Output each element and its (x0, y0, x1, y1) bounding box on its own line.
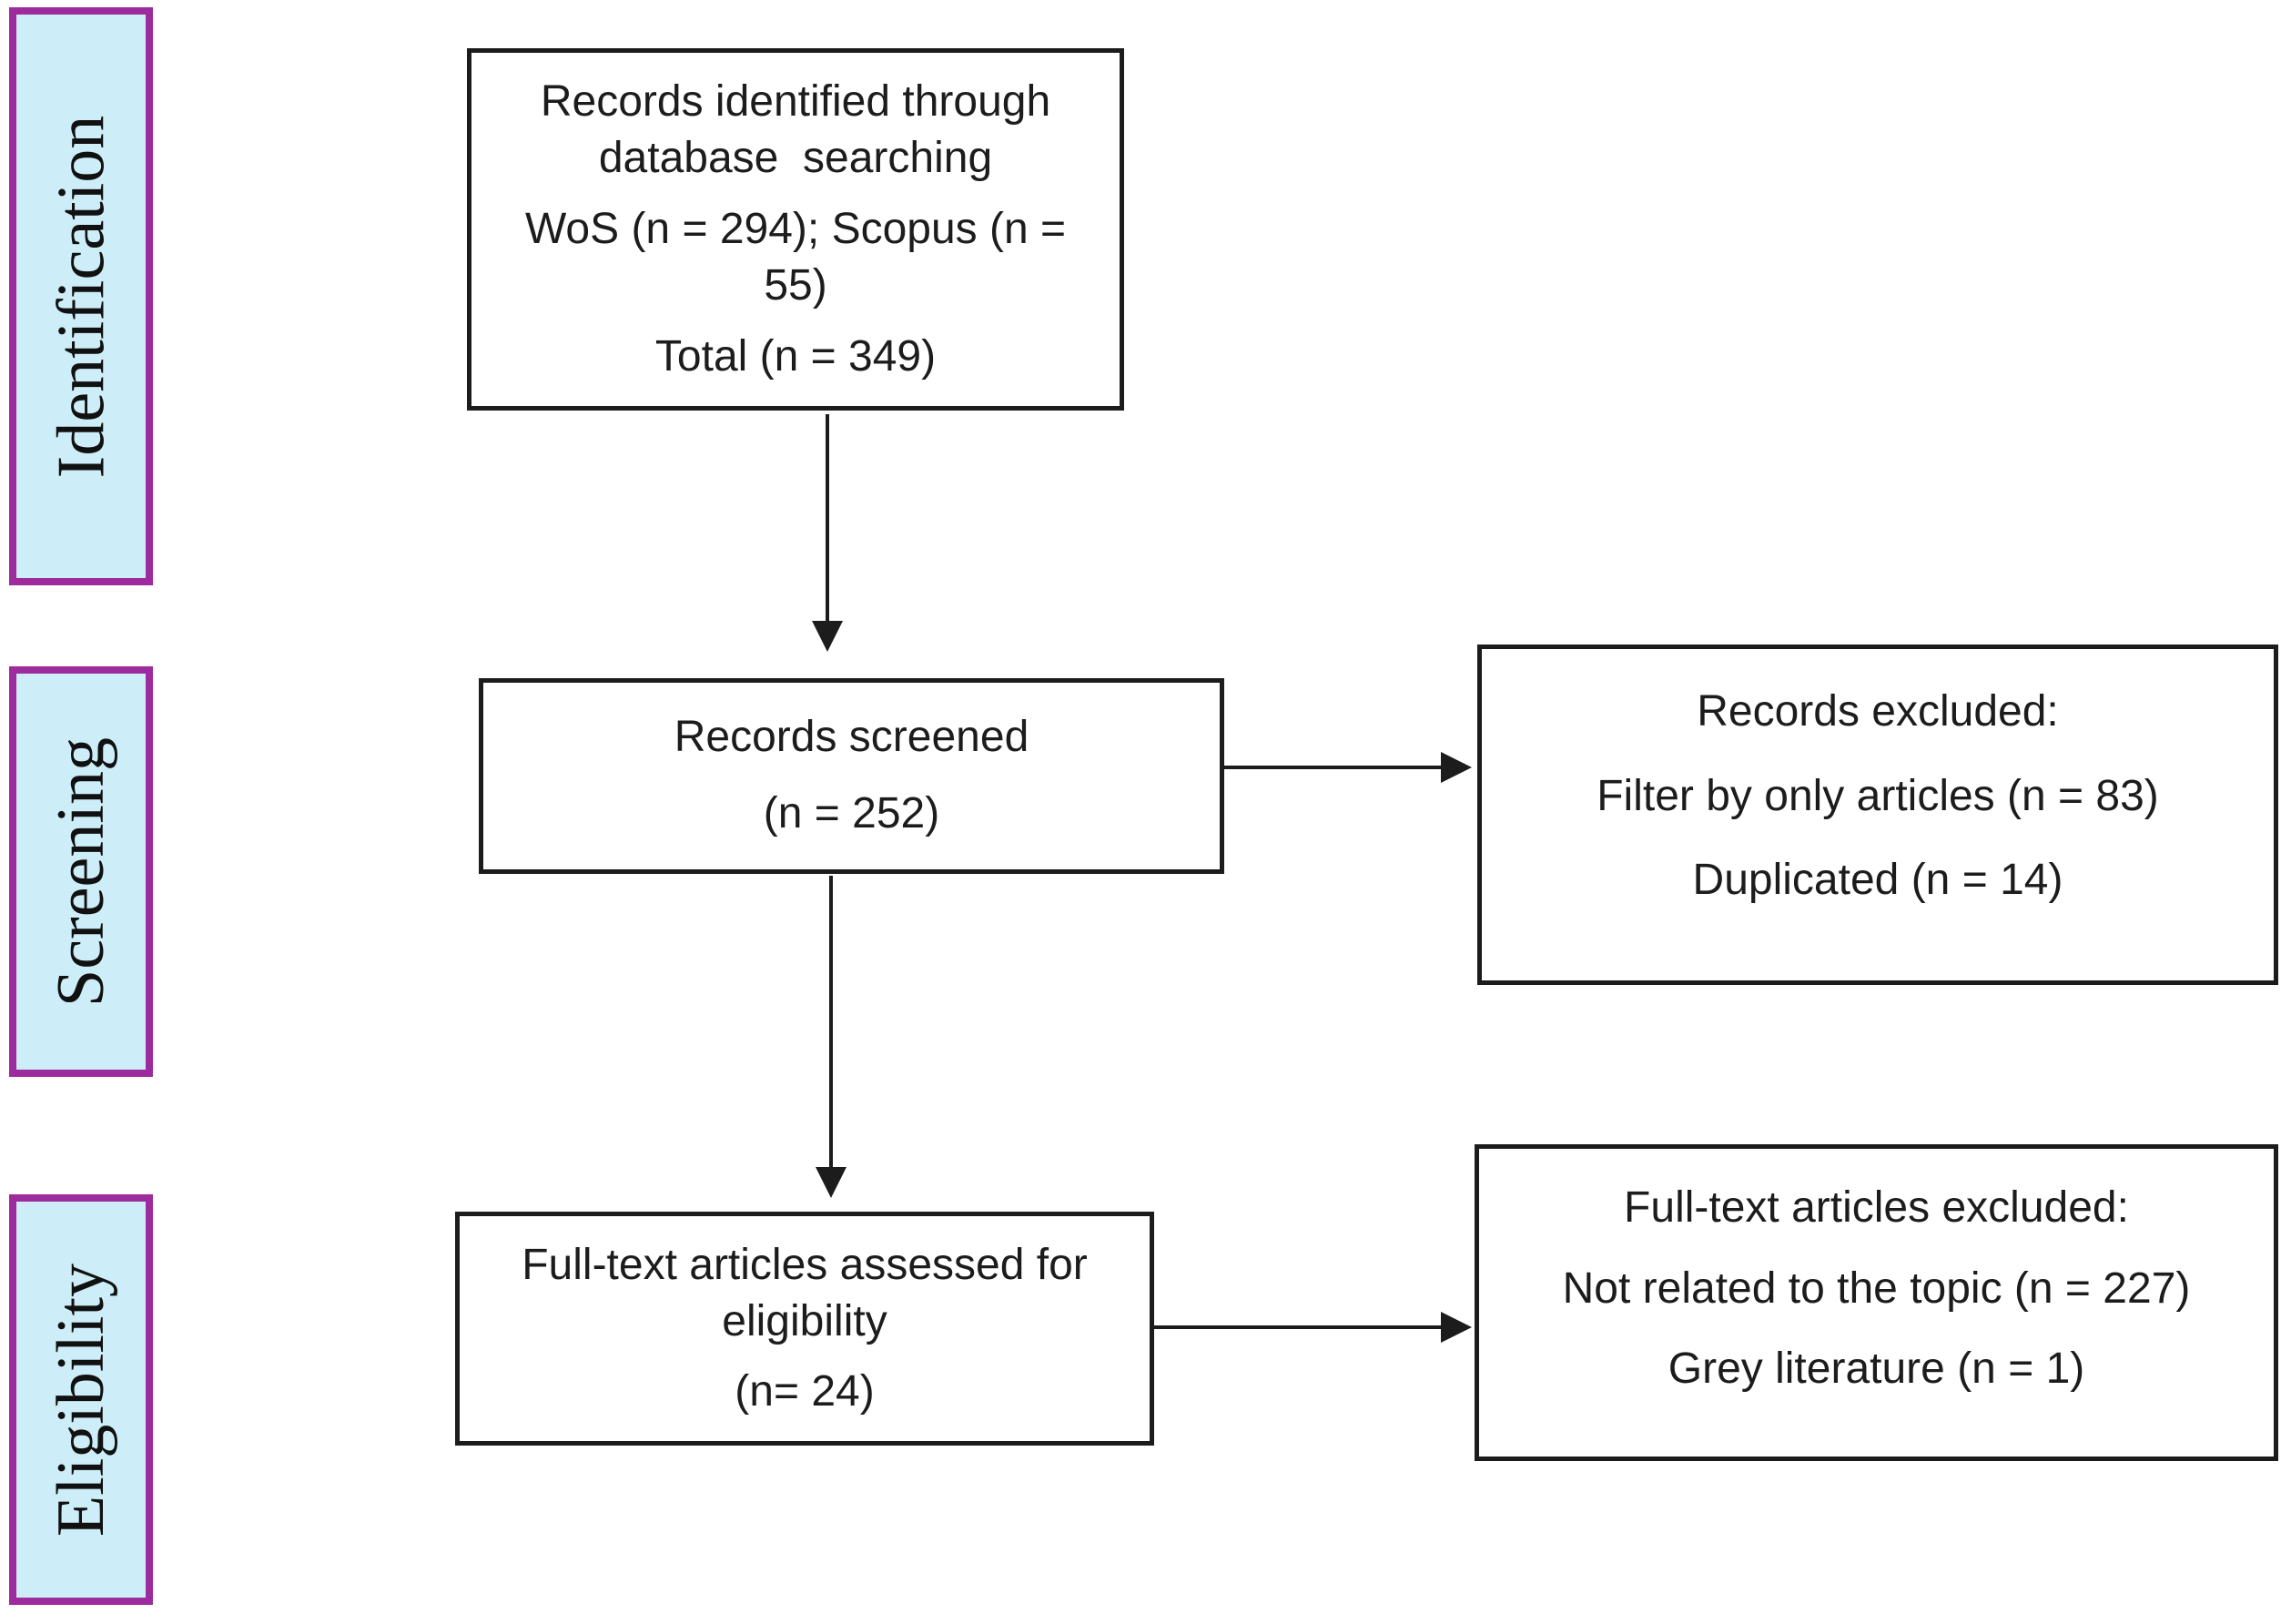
records-identified-total: Total (n = 349) (654, 331, 937, 381)
stage-label-screening: Screening (44, 736, 118, 1007)
arrow-down-icon (812, 621, 843, 652)
fulltext-excluded-reason-2: Grey literature (n = 1) (1668, 1345, 2085, 1394)
arrow-screened-to-excluded-line (1224, 766, 1443, 769)
stage-label-eligibility: Eligibility (44, 1263, 118, 1537)
arrow-screened-to-fulltext-line (829, 876, 833, 1169)
box-records-screened: Records screened (n = 252) (479, 678, 1224, 874)
fulltext-assessed-title-line2: eligibility (722, 1297, 887, 1345)
box-fulltext-assessed: Full-text articles assessed for eligibil… (455, 1212, 1154, 1446)
fulltext-assessed-title: Full-text articles assessed for eligibil… (522, 1237, 1088, 1351)
stage-box-screening: Screening (9, 666, 153, 1077)
records-identified-title: Records identified through database sear… (541, 74, 1050, 188)
box-records-identified: Records identified through database sear… (467, 48, 1124, 411)
arrow-fulltext-to-excluded-line (1154, 1325, 1443, 1329)
records-excluded-title: Records excluded: (1697, 687, 2059, 736)
records-excluded-reason-1: Filter by only articles (n = 83) (1597, 771, 2159, 820)
records-screened-count: (n = 252) (763, 789, 940, 838)
stage-box-eligibility: Eligibility (9, 1194, 153, 1605)
fulltext-excluded-title: Full-text articles excluded: (1624, 1183, 2129, 1233)
arrow-down-icon (816, 1167, 846, 1198)
records-screened-title: Records screened (674, 713, 1029, 762)
stage-box-identification: Identification (9, 7, 153, 585)
arrow-right-icon (1441, 1312, 1472, 1343)
records-excluded-reason-2: Duplicated (n = 14) (1692, 856, 2063, 905)
arrow-identified-to-screened-line (826, 414, 829, 622)
records-identified-title-line2: database searching (598, 134, 993, 183)
fulltext-assessed-title-line1: Full-text articles assessed for (522, 1240, 1088, 1289)
fulltext-assessed-count: (n= 24) (735, 1367, 875, 1416)
arrow-right-icon (1441, 752, 1472, 783)
records-identified-title-line1: Records identified through (540, 77, 1051, 126)
records-identified-sources: WoS (n = 294); Scopus (n = 55) (524, 204, 1079, 310)
fulltext-excluded-reason-1: Not related to the topic (n = 227) (1562, 1264, 2191, 1313)
stage-label-identification: Identification (44, 115, 118, 478)
box-records-excluded: Records excluded: Filter by only article… (1477, 645, 2278, 985)
box-fulltext-excluded: Full-text articles excluded: Not related… (1475, 1144, 2278, 1461)
